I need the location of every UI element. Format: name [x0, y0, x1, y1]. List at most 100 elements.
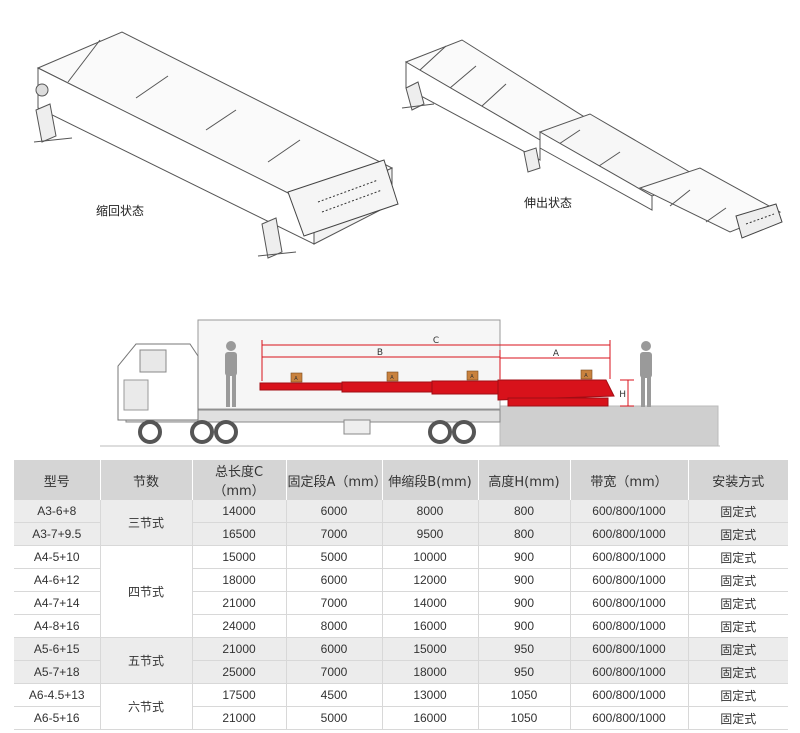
cell-total-length: 24000 — [192, 614, 287, 638]
table-row: A5-7+18 25000 7000 18000 950 600/800/100… — [14, 660, 788, 684]
caption-extended: 伸出状态 — [524, 196, 573, 210]
cell-height: 900 — [478, 568, 571, 592]
cell-sections: 五节式 — [100, 637, 193, 684]
dimension-label-h: H — [619, 390, 626, 400]
header-mounting: 安装方式 — [688, 460, 788, 500]
cell-model: A3-7+9.5 — [14, 522, 101, 546]
cell-total-length: 14000 — [192, 500, 287, 523]
cell-height: 900 — [478, 591, 571, 615]
header-belt-width: 带宽（mm） — [570, 460, 689, 500]
cell-belt-width: 600/800/1000 — [570, 591, 689, 615]
cell-telescopic: 18000 — [382, 660, 479, 684]
cell-belt-width: 600/800/1000 — [570, 545, 689, 569]
cell-fixed: 7000 — [286, 660, 383, 684]
cell-fixed: 5000 — [286, 545, 383, 569]
cell-sections: 四节式 — [100, 545, 193, 638]
cell-model: A6-4.5+13 — [14, 683, 101, 707]
header-sections: 节数 — [100, 460, 193, 500]
table-header-row: 型号 节数 总长度C（mm） 固定段A（mm） 伸缩段B(mm) 高度H(mm)… — [14, 460, 788, 500]
cell-height: 1050 — [478, 706, 571, 730]
cell-mounting: 固定式 — [688, 545, 788, 569]
cell-total-length: 21000 — [192, 591, 287, 615]
loading-dock-diagram: A A A A C B A H — [100, 319, 720, 447]
cell-mounting: 固定式 — [688, 591, 788, 615]
cell-fixed: 7000 — [286, 522, 383, 546]
cell-telescopic: 12000 — [382, 568, 479, 592]
cell-telescopic: 15000 — [382, 637, 479, 661]
cell-fixed: 6000 — [286, 568, 383, 592]
cell-total-length: 16500 — [192, 522, 287, 546]
cell-model: A4-5+10 — [14, 545, 101, 569]
cell-telescopic: 16000 — [382, 706, 479, 730]
cell-model: A4-7+14 — [14, 591, 101, 615]
header-height: 高度H(mm) — [478, 460, 571, 500]
cell-mounting: 固定式 — [688, 706, 788, 730]
cell-telescopic: 8000 — [382, 500, 479, 523]
cell-height: 900 — [478, 614, 571, 638]
dimension-label-a: A — [553, 349, 560, 359]
cell-fixed: 4500 — [286, 683, 383, 707]
spec-table: 型号 节数 总长度C（mm） 固定段A（mm） 伸缩段B(mm) 高度H(mm)… — [14, 460, 788, 730]
cell-total-length: 17500 — [192, 683, 287, 707]
cell-mounting: 固定式 — [688, 614, 788, 638]
box-label: A — [390, 375, 394, 381]
cell-total-length: 25000 — [192, 660, 287, 684]
cell-fixed: 6000 — [286, 637, 383, 661]
cell-mounting: 固定式 — [688, 522, 788, 546]
cell-height: 1050 — [478, 683, 571, 707]
table-row: A5-6+15 五节式 21000 6000 15000 950 600/800… — [14, 637, 788, 684]
product-illustration: A A A A C B A H — [33, 31, 783, 447]
cell-height: 900 — [478, 545, 571, 569]
cell-model: A4-6+12 — [14, 568, 101, 592]
cell-belt-width: 600/800/1000 — [570, 522, 689, 546]
cell-fixed: 8000 — [286, 614, 383, 638]
header-telescopic-section: 伸缩段B(mm) — [382, 460, 479, 500]
cell-mounting: 固定式 — [688, 568, 788, 592]
extended-conveyor-drawing — [401, 39, 783, 239]
cell-belt-width: 600/800/1000 — [570, 500, 689, 523]
header-total-length: 总长度C（mm） — [192, 460, 287, 500]
cell-mounting: 固定式 — [688, 683, 788, 707]
cell-fixed: 5000 — [286, 706, 383, 730]
header-model: 型号 — [14, 460, 101, 500]
box-label: A — [470, 374, 474, 380]
cell-belt-width: 600/800/1000 — [570, 568, 689, 592]
cell-telescopic: 10000 — [382, 545, 479, 569]
cell-height: 950 — [478, 637, 571, 661]
cell-sections: 三节式 — [100, 500, 193, 546]
cell-mounting: 固定式 — [688, 660, 788, 684]
cell-belt-width: 600/800/1000 — [570, 706, 689, 730]
cell-belt-width: 600/800/1000 — [570, 637, 689, 661]
header-fixed-section: 固定段A（mm） — [286, 460, 387, 500]
cell-total-length: 18000 — [192, 568, 287, 592]
cell-mounting: 固定式 — [688, 637, 788, 661]
table-row: A3-6+8 三节式 14000 6000 8000 800 600/800/1… — [14, 500, 788, 546]
telescopic-conveyor-red — [259, 379, 615, 407]
cell-belt-width: 600/800/1000 — [570, 683, 689, 707]
cell-height: 800 — [478, 500, 571, 523]
cell-model: A6-5+16 — [14, 706, 101, 730]
cell-sections: 六节式 — [100, 683, 193, 730]
table-row: A4-7+14 21000 7000 14000 900 600/800/100… — [14, 591, 788, 615]
cell-fixed: 6000 — [286, 500, 383, 523]
cell-fixed: 7000 — [286, 591, 383, 615]
cell-model: A3-6+8 — [14, 500, 101, 523]
table-row: A4-6+12 18000 6000 12000 900 600/800/100… — [14, 568, 788, 592]
cell-height: 950 — [478, 660, 571, 684]
cell-mounting: 固定式 — [688, 500, 788, 523]
dimension-label-b: B — [377, 348, 383, 358]
cell-model: A5-6+15 — [14, 637, 101, 661]
box-label: A — [584, 373, 588, 379]
caption-retracted: 缩回状态 — [96, 204, 145, 218]
table-row: A6-5+16 21000 5000 16000 1050 600/800/10… — [14, 706, 788, 730]
cell-total-length: 15000 — [192, 545, 287, 569]
dimension-label-c: C — [433, 336, 439, 346]
cell-telescopic: 9500 — [382, 522, 479, 546]
cell-telescopic: 13000 — [382, 683, 479, 707]
cell-telescopic: 16000 — [382, 614, 479, 638]
cell-total-length: 21000 — [192, 706, 287, 730]
table-row: A4-5+10 四节式 15000 5000 10000 900 600/800… — [14, 545, 788, 638]
cell-belt-width: 600/800/1000 — [570, 614, 689, 638]
retracted-conveyor-drawing — [33, 31, 399, 259]
cell-model: A5-7+18 — [14, 660, 101, 684]
